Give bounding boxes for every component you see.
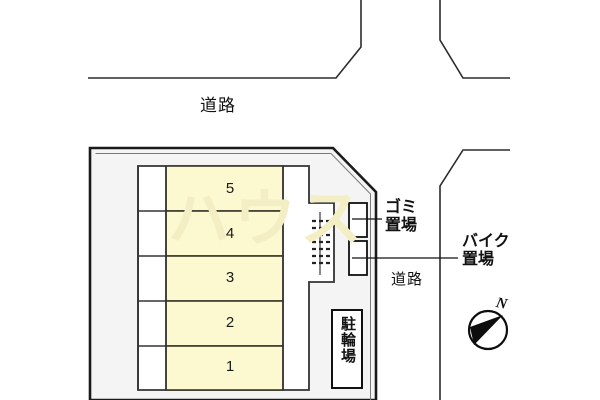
label-road-right: 道路: [391, 271, 424, 288]
road-boundary-top-right: [439, 0, 510, 79]
label-bike-storage: バイク 置場: [462, 233, 510, 269]
label-gomi-line1: ゴミ: [385, 199, 418, 216]
balcony-strip: [137, 166, 167, 390]
label-gomi-line2: 置場: [385, 216, 418, 234]
road-boundary-right: [439, 149, 510, 400]
unit-number-2: 2: [225, 314, 235, 331]
unit-cell-2: [165, 300, 284, 347]
road-boundary-top-left: [88, 0, 362, 79]
road-lines-group: [88, 0, 510, 400]
corridor-walkway: [282, 166, 321, 390]
label-bike-line2: 置場: [462, 250, 495, 268]
unit-number-3: 3: [225, 269, 235, 286]
bicycle-parking-box: [331, 309, 363, 389]
unit-number-1: 1: [225, 358, 235, 375]
label-gomi-storage: ゴミ 置場: [385, 199, 417, 235]
compass-needle: [470, 315, 503, 345]
unit-cell-4: [165, 210, 284, 257]
apartment-building: [137, 165, 335, 391]
unit-number-5: 5: [225, 180, 235, 197]
label-bicycle-parking: 駐輪場: [339, 316, 356, 364]
gomi-storage-box: [348, 202, 368, 238]
leader-lines-group: [352, 218, 458, 259]
compass-rose: [467, 309, 509, 351]
lot-inner-offset: [95, 153, 371, 400]
unit-number-4: 4: [225, 225, 235, 242]
label-road-top: 道路: [200, 96, 236, 115]
label-bike-line1: バイク: [462, 233, 510, 250]
entrance-stair-hatch: [312, 219, 330, 265]
